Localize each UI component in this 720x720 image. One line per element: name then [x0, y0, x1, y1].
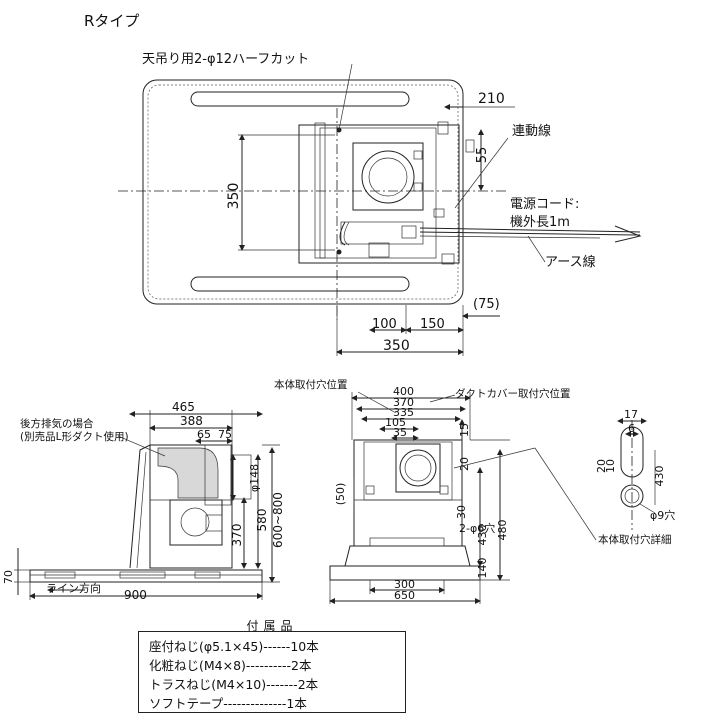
top-view-body-outline — [142, 79, 464, 305]
dim-480: 480 — [496, 520, 509, 541]
rear-exhaust-label-1: 後方排気の場合 — [20, 417, 94, 430]
dim-phi148: φ148 — [248, 464, 261, 492]
dim-15: 15 — [458, 423, 471, 437]
accessories-title: 付属品 — [246, 619, 298, 633]
accessories-table: 付属品 座付ねじ(φ5.1×45)------10本 化粧ねじ(M4×8)---… — [138, 617, 406, 714]
body-mount-position-label: 本体取付穴位置 — [274, 378, 348, 391]
accessory-item: 化粧ねじ(M4×8)----------2本 — [149, 658, 312, 673]
dim-210: 210 — [478, 91, 505, 107]
side-view: 465 388 65 75 φ148 370 580 600~800 70 90… — [2, 400, 285, 602]
duct-opening — [352, 142, 424, 211]
dim-600-800: 600~800 — [271, 492, 285, 548]
dim-350-vertical: 350 — [226, 183, 242, 210]
accessory-item: トラスねじ(M4×10)-------2本 — [149, 677, 319, 692]
dim-75: (75) — [473, 297, 500, 312]
dim-20-front: 20 — [458, 457, 471, 471]
duct-cover-position-label: ダクトカバー取付穴位置 — [455, 387, 571, 400]
dim-75-side: 75 — [218, 428, 232, 441]
dim-50: (50) — [334, 483, 347, 506]
dim-650: 650 — [394, 589, 415, 602]
dim-370-front: 370 — [393, 396, 414, 409]
accessories-box: 座付ねじ(φ5.1×45)------10本 化粧ねじ(M4×8)-------… — [138, 631, 406, 713]
accessory-item: 座付ねじ(φ5.1×45)------10本 — [149, 639, 319, 654]
dim-105: 105 — [385, 416, 406, 429]
front-view: 400 370 335 105 35 本体取付穴位置 ダクトカバー取付穴位置 1… — [274, 378, 597, 604]
dim-465: 465 — [172, 400, 195, 414]
dim-30-front: 30 — [455, 505, 468, 519]
detail-dim-430: 430 — [653, 466, 666, 487]
dim-430-front: 430 — [476, 525, 489, 546]
detail-dim-20: 20 — [595, 459, 608, 473]
hanging-holes-label: 天吊り用2-φ12ハーフカット — [142, 52, 309, 67]
dim-140: 140 — [476, 558, 489, 579]
dim-100: 100 — [372, 317, 397, 332]
hanging-slot-top — [190, 91, 410, 107]
detail-dim-17: 17 — [624, 408, 638, 421]
dim-350-horizontal: 350 — [383, 338, 410, 354]
accessory-item: ソフトテープ--------------1本 — [149, 696, 307, 711]
body-mount-detail-label: 本体取付穴詳細 — [598, 533, 672, 546]
dim-150: 150 — [420, 317, 445, 332]
dim-370-side: 370 — [230, 524, 244, 547]
hanging-slot-bottom — [190, 276, 410, 292]
dim-900: 900 — [124, 588, 147, 602]
detail-dim-6: 6 — [628, 422, 635, 435]
earth-wire-label: アース線 — [545, 254, 596, 270]
line-direction-label: ライン方向 — [46, 581, 101, 595]
top-view: 350 210 55 天吊り用2-φ12ハーフカット 連動線 電源コード: 機外… — [118, 52, 642, 356]
rear-exhaust-label-2: (別売品L形ダクト使用) — [20, 430, 129, 443]
hole-phi9-label: φ9穴 — [650, 508, 675, 522]
detail-dim-10: 10 — [604, 459, 617, 473]
dim-300: 300 — [394, 578, 415, 591]
dim-400: 400 — [393, 385, 414, 398]
dim-335: 335 — [393, 406, 414, 419]
dim-70: 70 — [2, 570, 15, 584]
detail-view: 17 6 10 20 430 φ9穴 本体取付穴詳細 — [595, 408, 675, 546]
dim-65: 65 — [197, 428, 211, 441]
power-cord-label-2: 機外長1m — [510, 215, 570, 230]
interlock-wire-label: 連動線 — [512, 123, 551, 139]
power-cord-label-1: 電源コード: — [510, 197, 579, 212]
dim-580: 580 — [255, 509, 269, 532]
dim-388: 388 — [180, 414, 203, 428]
drawing-title: Rタイプ — [84, 12, 139, 30]
dim-55: 55 — [475, 147, 490, 164]
dim-35: 35 — [393, 426, 407, 439]
